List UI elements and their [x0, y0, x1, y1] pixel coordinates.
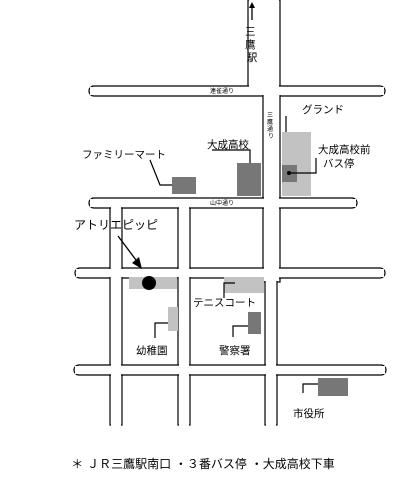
family-mart-label: ファミリーマート [82, 149, 166, 161]
police-label: 警察署 [219, 344, 251, 357]
street-yamanaka-label: 山中通り [210, 199, 234, 207]
city-office-label: 市役所 [293, 407, 325, 420]
tennis-building [224, 277, 264, 293]
kindergarten-building [168, 307, 178, 331]
station-arrow: 三 鷹 駅 [245, 2, 259, 64]
bus-stop-label: 大成高校前 バス停 [318, 143, 374, 170]
leader-lines [149, 116, 318, 393]
family-mart-building [172, 177, 196, 194]
tennis-label: テニスコート [193, 297, 256, 309]
street-mitaka-label: 三 鷹 通 り [267, 112, 275, 140]
street-renjaku-label: 連雀通り [210, 87, 234, 95]
road-fill [75, 0, 385, 426]
daisei-hs-label: 大成高校 [207, 138, 249, 151]
station-label: 三 鷹 駅 [245, 26, 259, 64]
kindergarten-label: 幼稚園 [136, 344, 168, 357]
city-office-building [318, 378, 348, 396]
grand-label: グランド [302, 103, 344, 116]
atelier-arrow-icon [117, 235, 142, 269]
access-footer: ＊ ＪＲ三鷹駅南口 ・３番バス停 ・大成高校下車 [71, 457, 335, 471]
grand-building [282, 132, 311, 196]
police-building [248, 312, 261, 334]
atelier-label: アトリエピッピ [74, 218, 158, 232]
bus-stop-icon [287, 171, 291, 175]
atelier-marker-icon [142, 276, 156, 290]
daisei-hs-building [237, 163, 261, 196]
